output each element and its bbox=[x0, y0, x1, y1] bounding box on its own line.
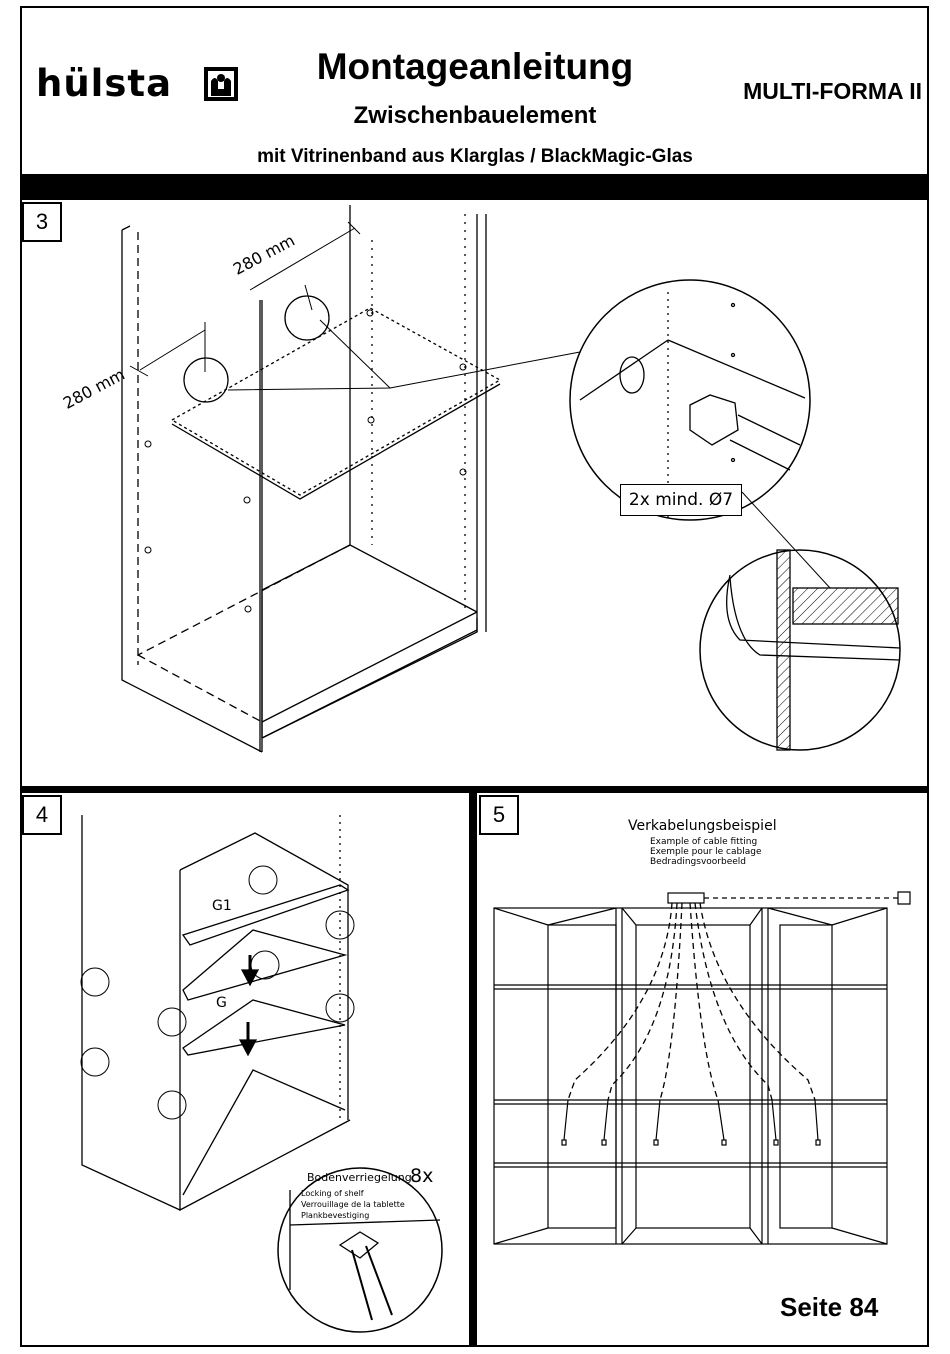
shelf-label-g: G bbox=[216, 995, 227, 1011]
cable-example-fr: Exemple pour le cablage bbox=[650, 847, 762, 857]
shelf-label-g1: G1 bbox=[212, 898, 232, 914]
column-divider bbox=[469, 790, 477, 1347]
document-subline: mit Vitrinenband aus Klarglas / BlackMag… bbox=[257, 146, 693, 167]
cable-example-en: Example of cable fitting bbox=[650, 837, 758, 847]
step-3-number: 3 bbox=[22, 202, 62, 242]
brand-logo-icon bbox=[204, 67, 238, 101]
cable-example-nl: Bedradingsvoorbeeld bbox=[650, 857, 746, 867]
drill-callout: 2x mind. Ø7 bbox=[620, 484, 742, 516]
shelf-lock-title: Bodenverriegelung bbox=[307, 1171, 412, 1184]
shelf-lock-count: 8x bbox=[410, 1165, 434, 1187]
shelf-lock-nl: Plankbevestiging bbox=[301, 1211, 370, 1220]
step-5-number: 5 bbox=[479, 795, 519, 835]
product-name: MULTI-FORMA II bbox=[743, 78, 922, 104]
page-number: Seite 84 bbox=[780, 1292, 879, 1322]
shelf-lock-fr: Verrouillage de la tablette bbox=[301, 1200, 405, 1209]
header-bar bbox=[20, 174, 929, 200]
step-4-number: 4 bbox=[22, 795, 62, 835]
shelf-lock-en: Locking of shelf bbox=[301, 1189, 364, 1198]
document-subtitle: Zwischenbauelement bbox=[353, 102, 597, 129]
brand-logo-text: hülsta bbox=[36, 62, 173, 105]
section-divider bbox=[20, 786, 929, 793]
cable-example-title: Verkabelungsbeispiel bbox=[628, 818, 777, 834]
document-title: Montageanleitung bbox=[316, 46, 634, 87]
